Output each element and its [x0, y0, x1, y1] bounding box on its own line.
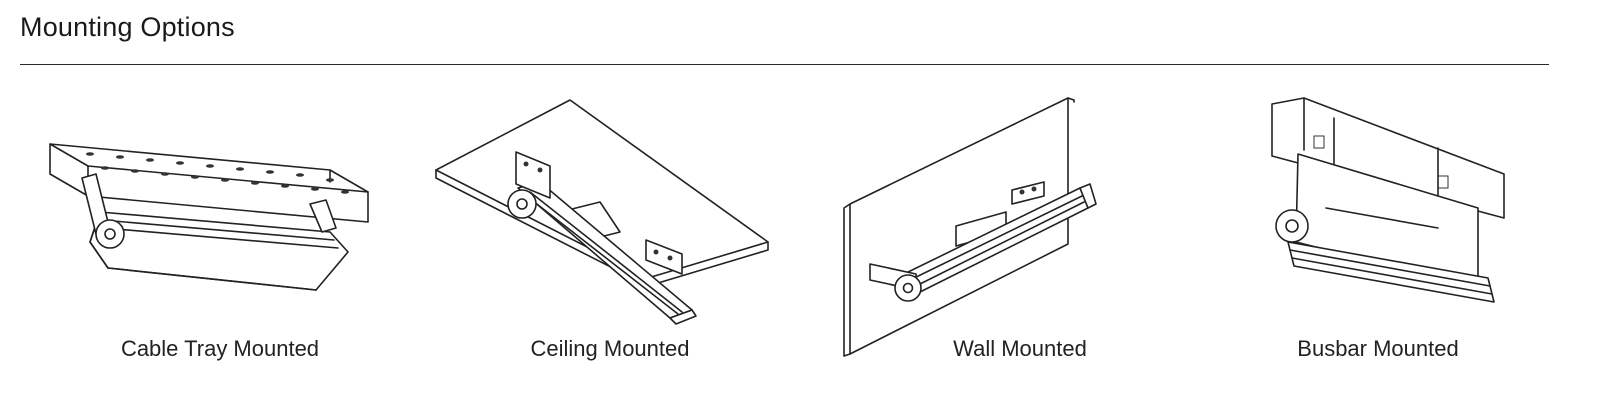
option-ceiling: Ceiling Mounted	[420, 92, 800, 377]
title-divider	[20, 64, 1549, 65]
caption-cable-tray: Cable Tray Mounted	[120, 336, 320, 361]
option-busbar: Busbar Mounted	[1188, 92, 1568, 377]
caption-wall: Wall Mounted	[953, 336, 1087, 361]
wall-mounted-illustration	[843, 97, 1097, 357]
caption-ceiling: Ceiling Mounted	[530, 336, 690, 361]
busbar-mounted-illustration	[1271, 97, 1505, 303]
cable-tray-mounted-illustration	[49, 143, 369, 291]
ceiling-mounted-illustration	[435, 99, 769, 325]
page-title: Mounting Options	[20, 12, 235, 42]
option-cable-tray: Cable Tray Mounted	[30, 92, 410, 377]
caption-busbar: Busbar Mounted	[1297, 336, 1459, 361]
option-wall: Wall Mounted	[830, 92, 1210, 377]
